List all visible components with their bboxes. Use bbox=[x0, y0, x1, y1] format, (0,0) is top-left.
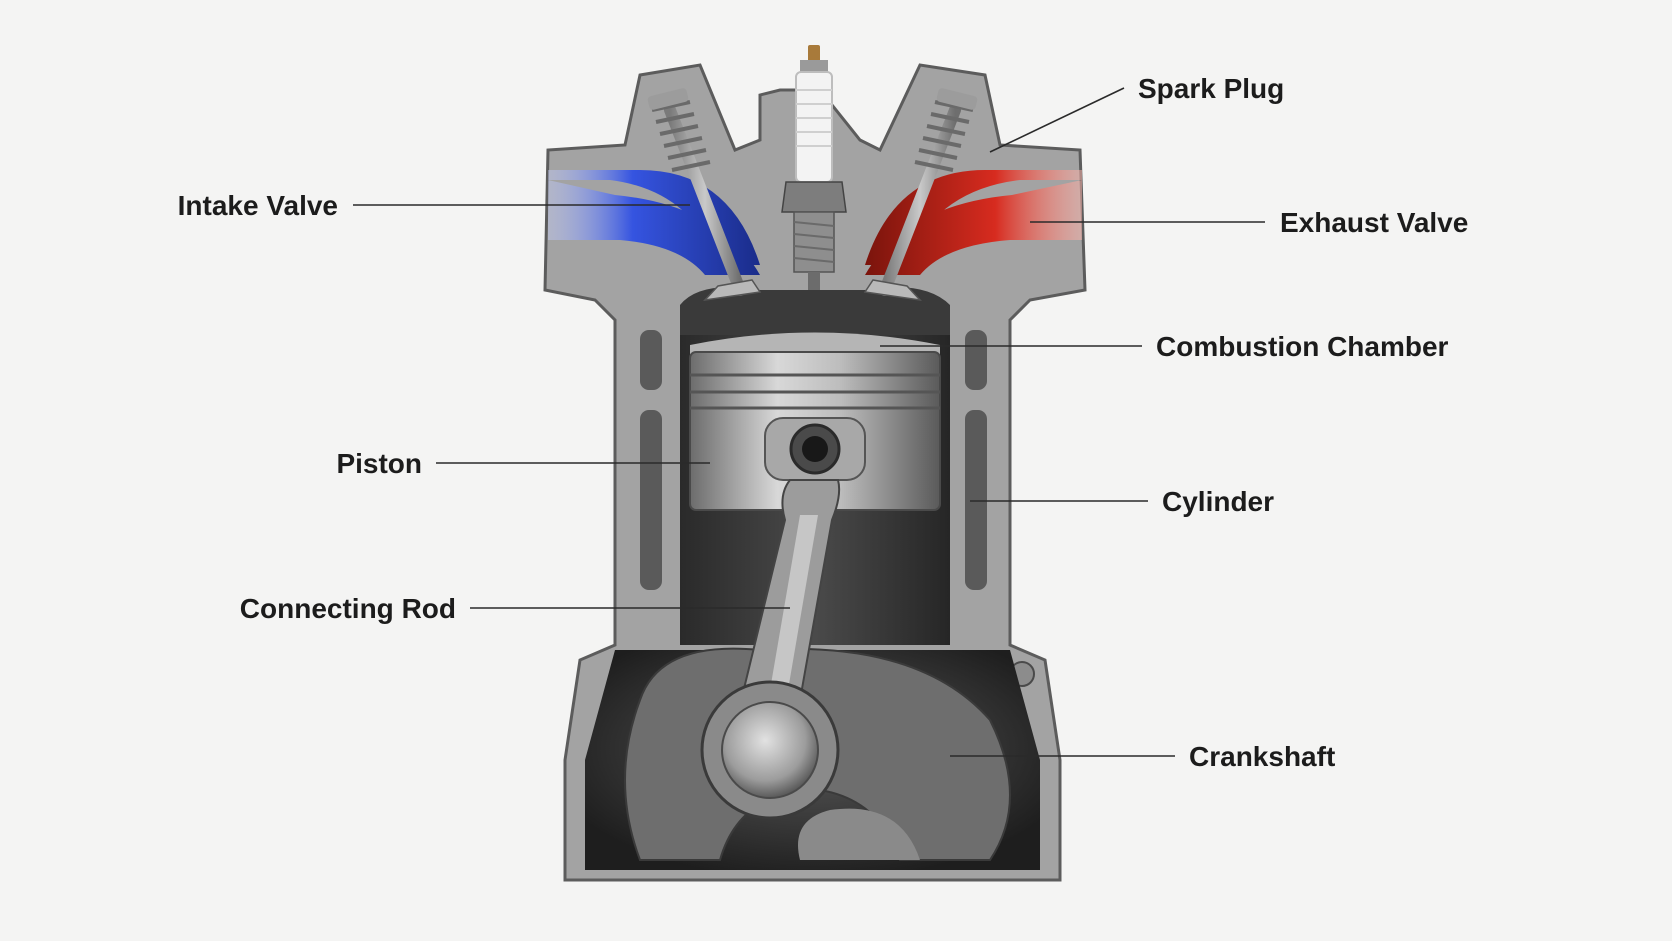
exhaust-valve bbox=[863, 88, 978, 302]
spark-plug-icon bbox=[781, 45, 847, 290]
valve-spring-icon bbox=[651, 100, 711, 172]
water-jacket-right bbox=[965, 410, 987, 590]
label-cylinder: Cylinder bbox=[1162, 486, 1274, 517]
label-combustion-chamber: Combustion Chamber bbox=[1156, 331, 1449, 362]
water-jacket-left bbox=[640, 410, 662, 590]
label-spark-plug: Spark Plug bbox=[1138, 73, 1284, 104]
callout-leaders bbox=[353, 87, 1265, 757]
piston bbox=[689, 332, 941, 511]
valve-spring-icon bbox=[914, 100, 974, 172]
crank-journal-icon bbox=[721, 701, 819, 799]
label-intake-valve: Intake Valve bbox=[178, 190, 338, 221]
label-exhaust-valve: Exhaust Valve bbox=[1280, 207, 1468, 238]
label-connecting-rod: Connecting Rod bbox=[240, 593, 456, 624]
callout-labels: Spark Plug Intake Valve Exhaust Valve Co… bbox=[178, 73, 1469, 772]
label-piston: Piston bbox=[336, 448, 422, 479]
leader-spark-plug bbox=[989, 87, 1125, 153]
crankshaft bbox=[700, 680, 840, 820]
intake-valve bbox=[647, 88, 762, 302]
label-crankshaft: Crankshaft bbox=[1189, 741, 1335, 772]
combustion-chamber bbox=[680, 287, 950, 335]
